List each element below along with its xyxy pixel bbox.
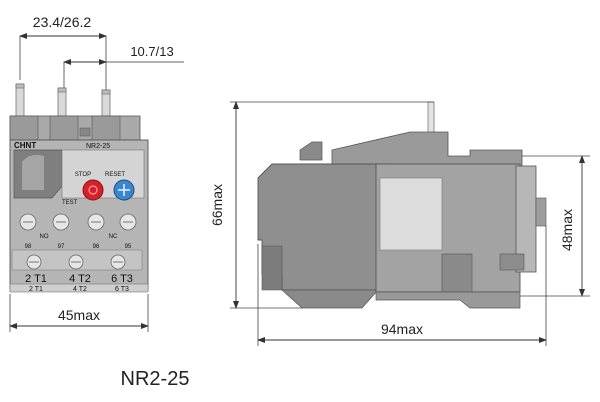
front-pin-spacing-label: 23.4/26.2 [33,14,92,30]
main-terminal-label-t2: 4 T2 [69,273,91,285]
main-terminal-label-t3: 6 T3 [111,273,133,285]
test-label: TEST [62,200,78,206]
front-width-label: 45max [58,307,100,323]
side-depth-label: 94max [381,321,423,337]
front-bottom-strip [9,283,149,293]
model-plate-label: NR2-25 [86,143,110,150]
aux-terminal-label: 97 [58,244,65,250]
aux-terminal-label: 95 [125,244,132,250]
front-view: 23.4/26.2 10.7/13 CHNT NR2-25 STOP R [9,14,184,332]
contact-no-label: NO [40,234,49,240]
bottom-strip-label: 4 T2 [73,286,87,293]
front-pins [15,83,111,121]
side-bottom-foot [281,289,379,309]
side-height-body-label: 48max [559,209,575,251]
stop-label: STOP [75,172,91,178]
front-pin-offset-label: 10.7/13 [130,44,173,59]
bottom-strip-label: 2 T1 [29,286,43,293]
contact-nc-label: NC [109,234,118,240]
figure-caption: NR2-25 [120,368,190,390]
side-height-total-label: 66max [209,184,225,226]
reset-label: RESET [105,172,125,178]
side-pin [427,101,435,137]
aux-terminal-label: 96 [93,244,100,250]
bottom-strip-label: 6 T3 [115,286,129,293]
stop-button[interactable] [82,179,104,201]
side-view: 66max 48max 94max [209,101,590,346]
main-terminal-screws [11,249,143,271]
side-upper-housing [331,131,523,167]
main-terminal-label-t1: 2 T1 [25,273,47,285]
side-hook [299,141,323,161]
aux-terminal-screws [19,213,137,231]
side-right-knob [535,197,547,227]
side-label-panel [379,177,443,251]
aux-terminal-label: 98 [25,244,32,250]
brand-logo-text: CHNT [14,141,36,150]
